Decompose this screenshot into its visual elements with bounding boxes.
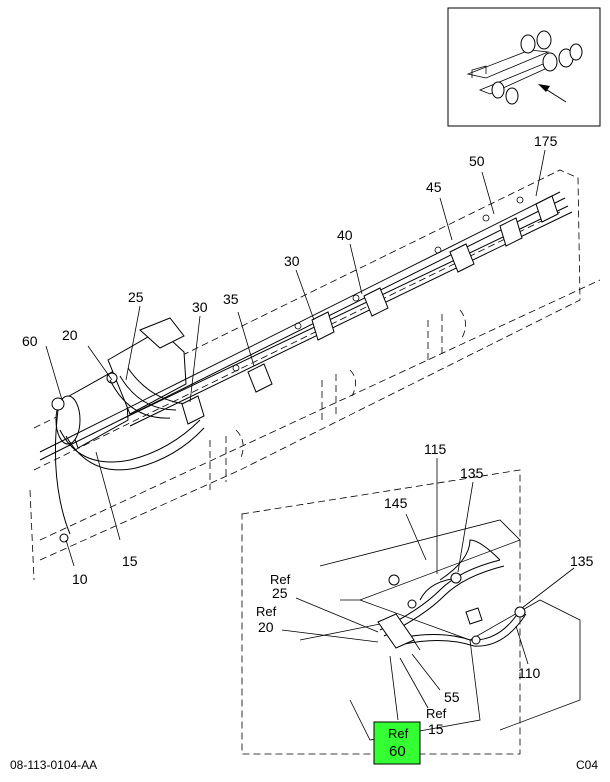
- callout-175: 175: [534, 133, 558, 149]
- reference-labels: Ref 25 Ref 20 Ref 15: [256, 572, 447, 737]
- detail-harness: [377, 539, 527, 649]
- callout-45: 45: [426, 179, 442, 195]
- callout-20: 20: [62, 327, 78, 343]
- callout-30-lower: 30: [192, 299, 208, 315]
- truck-chassis-icon: [466, 30, 583, 105]
- ref-15-number: 15: [428, 721, 444, 737]
- ref-25-word: Ref: [270, 572, 291, 587]
- ref-60-word: Ref: [388, 726, 409, 741]
- ref-15-word: Ref: [426, 706, 447, 721]
- leader-lines-detail: [281, 458, 575, 721]
- callout-25: 25: [128, 289, 144, 305]
- drawing-number: 08-113-0104-AA: [10, 758, 97, 772]
- leader-lines-upper: [45, 149, 546, 567]
- callout-10: 10: [72, 571, 88, 587]
- callout-60: 60: [22, 333, 38, 349]
- ref-60-box[interactable]: [373, 721, 421, 765]
- ref-20-number: 20: [258, 619, 274, 635]
- callout-135-top: 135: [460, 465, 484, 481]
- locator-inset: [447, 7, 601, 127]
- frame-rail: [29, 169, 601, 581]
- detail-view: [241, 469, 581, 755]
- callout-35: 35: [223, 291, 239, 307]
- sheet-code: C04: [576, 758, 598, 772]
- ref-20-word: Ref: [256, 604, 277, 619]
- callout-115: 115: [424, 441, 447, 457]
- callout-40: 40: [337, 227, 353, 243]
- ref-60-number: 60: [389, 743, 406, 760]
- location-arrow-icon: [538, 84, 567, 103]
- wire-harness-bundle: [39, 191, 573, 543]
- callout-30-upper: 30: [284, 253, 300, 269]
- callout-55: 55: [444, 689, 460, 705]
- callout-labels: 175 50 45 40 30 35 30 25 20 60 15 10 115…: [22, 133, 594, 705]
- callout-50: 50: [469, 153, 485, 169]
- starter-motor: [51, 317, 187, 449]
- callout-110: 110: [518, 665, 541, 681]
- ref-60-highlight[interactable]: Ref 60: [373, 721, 421, 765]
- callout-135-right: 135: [570, 553, 594, 569]
- callout-15: 15: [122, 553, 138, 569]
- harness-straps: [181, 195, 559, 425]
- ref-25-number: 25: [272, 585, 288, 601]
- callout-145: 145: [384, 495, 408, 511]
